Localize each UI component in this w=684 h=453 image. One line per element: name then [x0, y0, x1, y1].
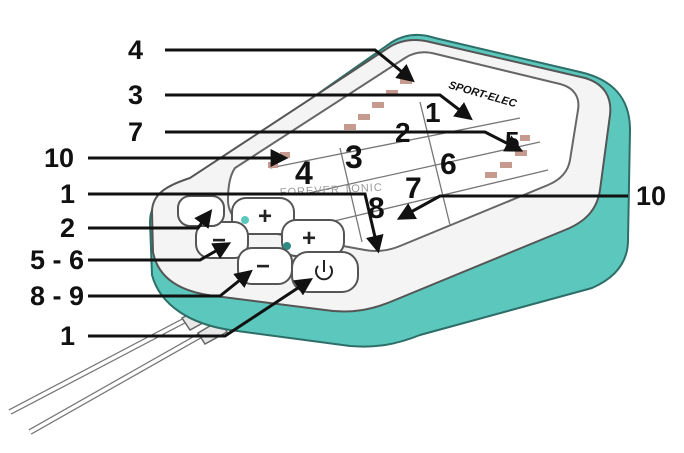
- channel-1-plus-sign: +: [258, 203, 272, 230]
- callout-1-top: 1: [60, 179, 75, 209]
- leader-10-right: [396, 194, 628, 220]
- leader-3: [165, 93, 473, 121]
- display-digit-3: 3: [345, 139, 363, 175]
- leader-1-top: [88, 192, 384, 254]
- leader-2: [88, 209, 213, 230]
- leader-7: [165, 130, 524, 152]
- display-digit-4: 4: [295, 155, 313, 191]
- leader-lines: [88, 48, 628, 338]
- display-digit-6: 6: [440, 148, 457, 181]
- display-digit-1: 1: [425, 97, 441, 128]
- channel-2-minus-sign: −: [256, 253, 270, 280]
- display-digit-8: 8: [368, 192, 385, 225]
- callout-7: 7: [128, 117, 143, 147]
- callout-10-right: 10: [636, 181, 666, 211]
- callout-5-6: 5 - 6: [30, 245, 84, 275]
- display-digit-7: 7: [405, 172, 422, 205]
- device-body: 1 2 3 4 5 6 7 8 SPORT-ELEC FOREVER TONIC…: [148, 33, 632, 348]
- power-icon: [315, 260, 333, 281]
- display-frame: [226, 51, 580, 252]
- callout-10-left: 10: [44, 143, 74, 173]
- channel-1-indicator: [241, 216, 249, 224]
- cables: [8, 305, 229, 435]
- callout-3: 3: [128, 80, 143, 110]
- callout-2: 2: [60, 213, 75, 243]
- channel-2-plus-sign: +: [302, 225, 316, 252]
- leader-5-6: [88, 242, 232, 262]
- callout-1-bottom: 1: [60, 321, 75, 351]
- menu-button[interactable]: [177, 195, 225, 227]
- channel-2-indicator: [283, 242, 291, 250]
- leader-1-bottom: [88, 278, 314, 338]
- callout-8-9: 8 - 9: [30, 281, 84, 311]
- channel-1-plus-button[interactable]: [231, 197, 295, 235]
- display-digit-5: 5: [505, 126, 519, 156]
- leader-8-9: [88, 269, 253, 298]
- leader-4: [165, 48, 415, 83]
- callout-labels: 4 3 7 10 1 2 5 - 6 8 - 9 1 10: [30, 35, 666, 351]
- callout-4: 4: [128, 35, 143, 65]
